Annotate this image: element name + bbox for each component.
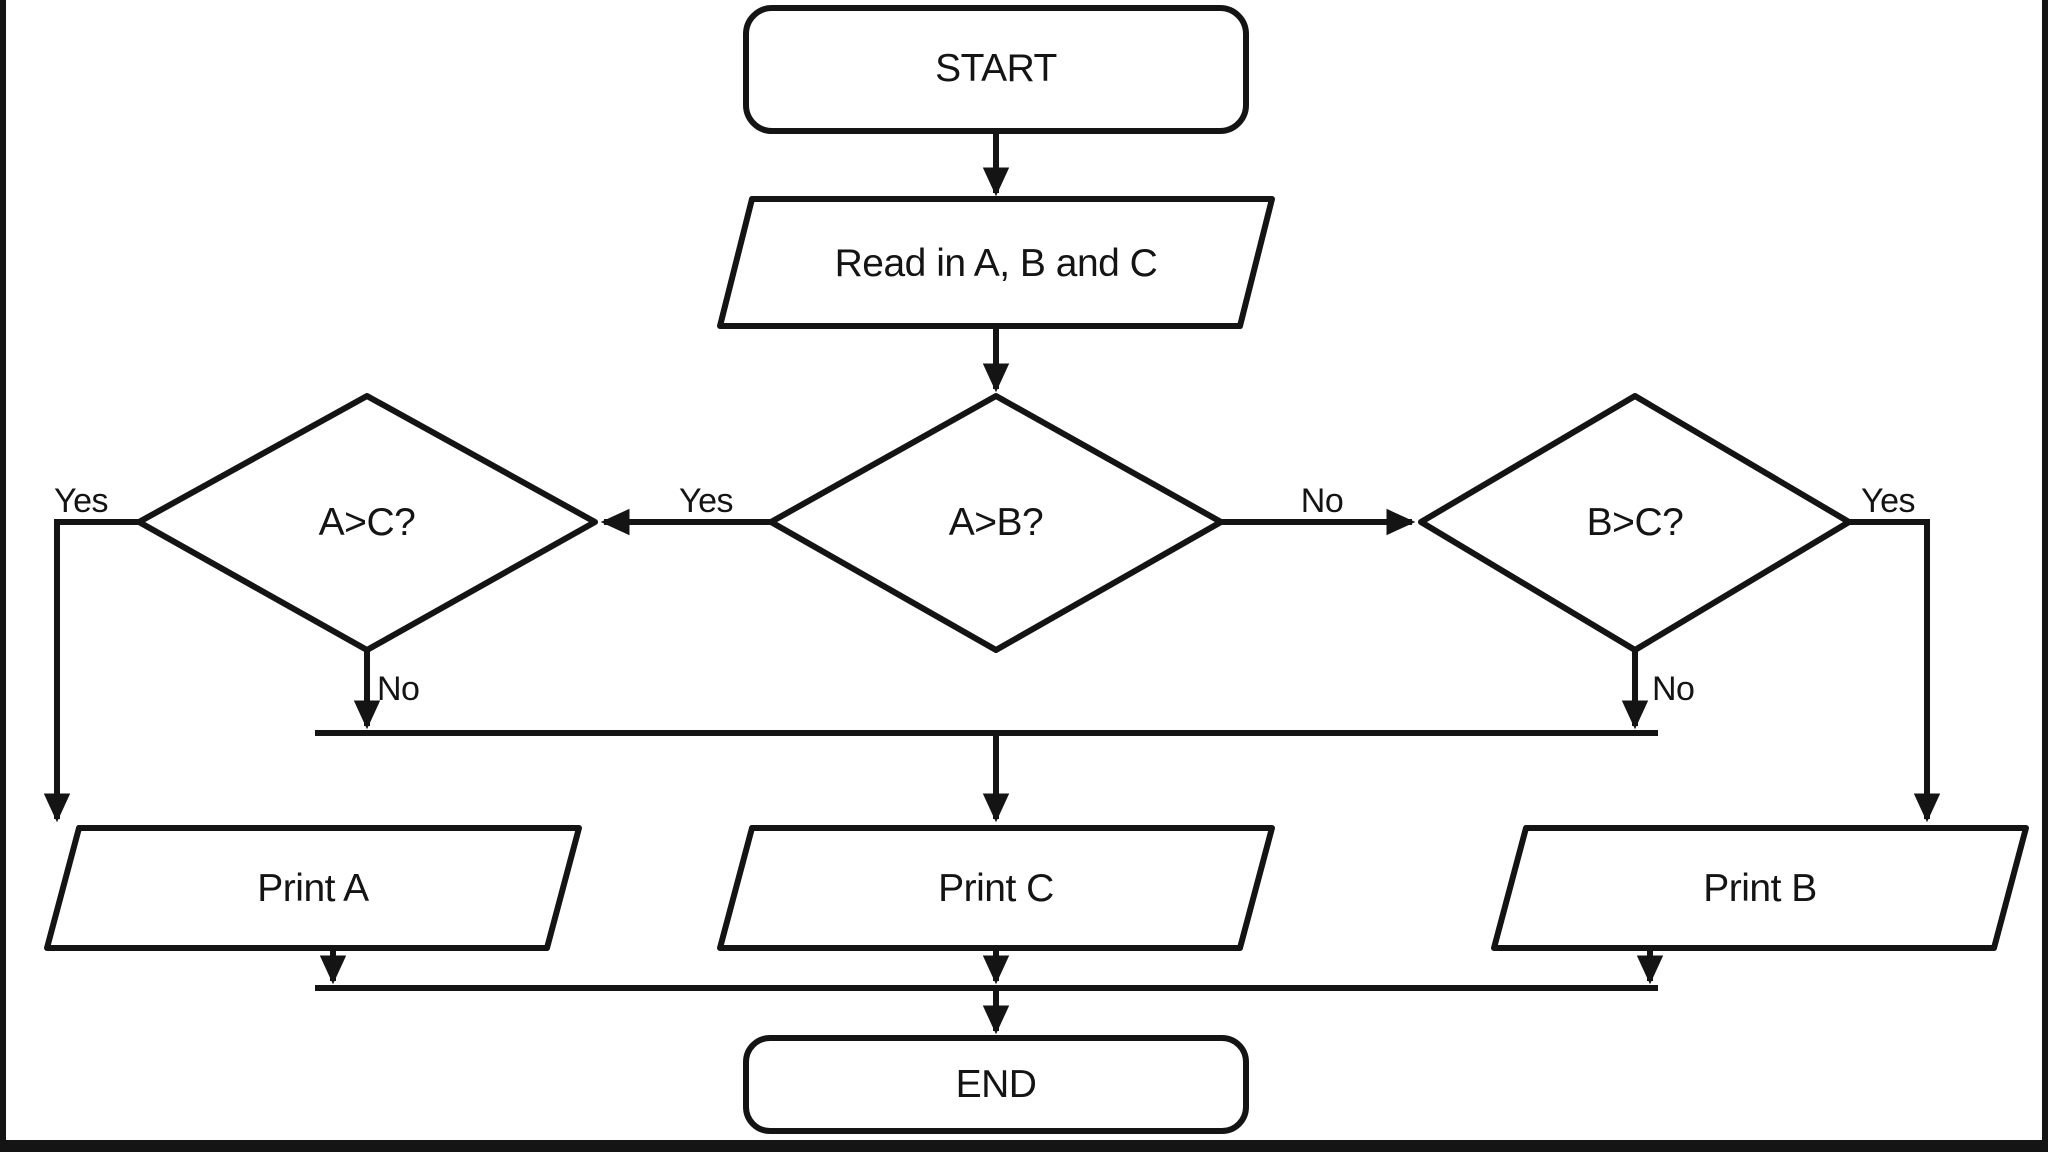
- node-decision-b-gt-c: [1418, 393, 1852, 653]
- node-start-label: START: [935, 47, 1057, 90]
- node-read-input: [717, 196, 1275, 329]
- node-print-a-label: Print A: [257, 867, 369, 910]
- node-print-c-label: Print C: [938, 867, 1054, 910]
- edge-label-b-gt-c-no: No: [1652, 670, 1694, 708]
- edge-label-a-gt-c-yes: Yes: [54, 482, 108, 520]
- node-print-b-output: [1491, 825, 2029, 951]
- canvas-border-left: [0, 0, 6, 1152]
- node-end-terminator: [743, 1035, 1249, 1134]
- node-print-b-label: Print B: [1703, 867, 1817, 910]
- node-print-c-output: [717, 825, 1275, 951]
- node-end-label: END: [956, 1063, 1037, 1106]
- node-decision-a-gt-b: [768, 393, 1224, 653]
- node-decision-a-gt-b-label: A>B?: [949, 501, 1044, 544]
- node-print-a-output: [44, 825, 582, 951]
- edge-label-a-gt-b-yes: Yes: [679, 482, 733, 520]
- node-decision-b-gt-c-label: B>C?: [1587, 501, 1684, 544]
- edge-a-gt-c-yes-to-print-a: [43, 519, 140, 823]
- edge-label-a-gt-c-no: No: [377, 670, 419, 708]
- edge-label-a-gt-b-no: No: [1301, 482, 1343, 520]
- node-read-label: Read in A, B and C: [835, 242, 1158, 285]
- node-decision-a-gt-c: [136, 393, 598, 653]
- node-decision-a-gt-c-label: A>C?: [319, 501, 416, 544]
- canvas-border-right: [2042, 0, 2048, 1152]
- node-start-terminator: [743, 5, 1249, 134]
- canvas-border-bottom: [0, 1140, 2048, 1152]
- edge-label-b-gt-c-yes: Yes: [1861, 482, 1915, 520]
- edge-b-gt-c-yes-to-print-b: [1849, 519, 1941, 823]
